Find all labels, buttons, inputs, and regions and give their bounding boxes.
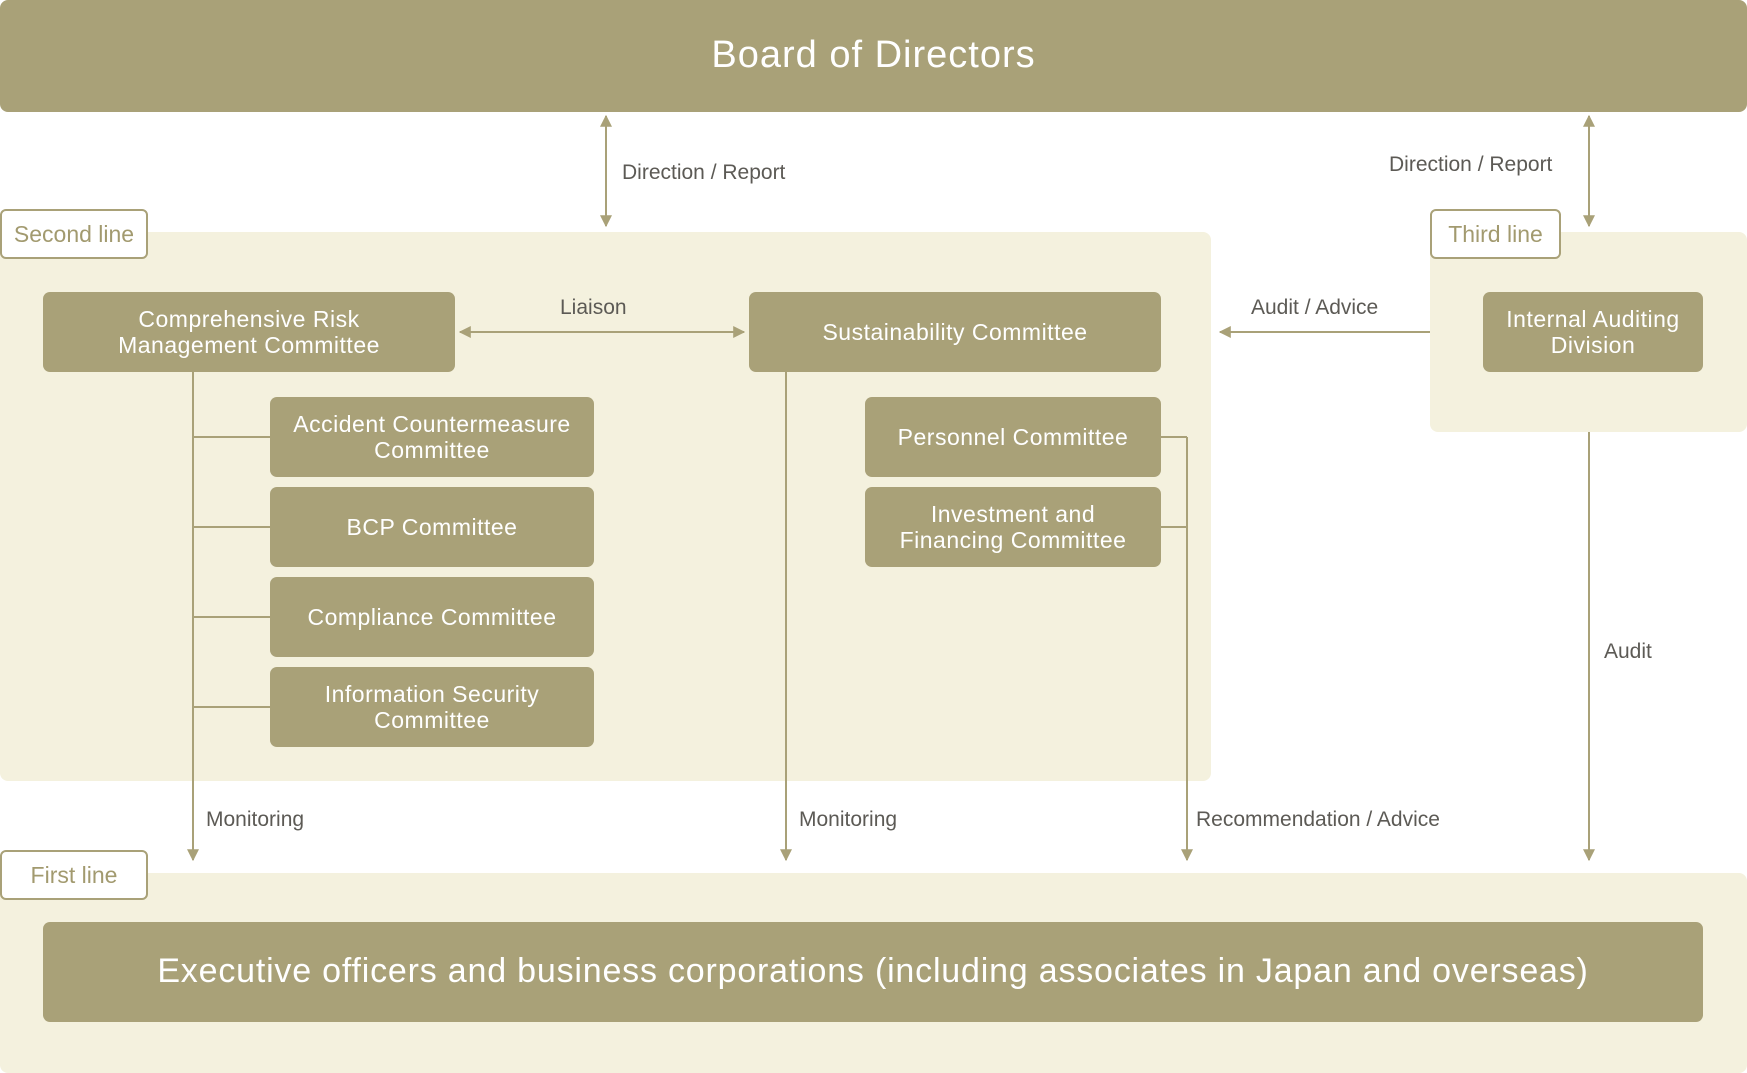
first-line-tag: First line	[0, 850, 148, 900]
second-line-tag: Second line	[0, 209, 148, 259]
direction-report-label-right: Direction / Report	[1389, 153, 1553, 176]
liaison-label: Liaison	[560, 296, 627, 319]
accident-committee-box: Accident Countermeasure Committee	[270, 397, 594, 477]
infosec-committee-box: Information Security Committee	[270, 667, 594, 747]
investment-committee-box: Investment and Financing Committee	[865, 487, 1161, 567]
compliance-committee-box: Compliance Committee	[270, 577, 594, 657]
executives-box: Executive officers and business corporat…	[43, 922, 1703, 1022]
crm-committee-box: Comprehensive Risk Management Committee	[43, 292, 455, 372]
board-title: Board of Directors	[711, 34, 1036, 77]
monitoring-label-left: Monitoring	[206, 808, 305, 831]
personnel-committee-box: Personnel Committee	[865, 397, 1161, 477]
audit-label: Audit	[1604, 640, 1652, 663]
direction-report-label-left: Direction / Report	[622, 161, 786, 184]
audit-advice-label: Audit / Advice	[1251, 296, 1379, 319]
board-of-directors: Board of Directors	[0, 0, 1747, 112]
monitoring-label-mid: Monitoring	[799, 808, 898, 831]
recommendation-advice-label: Recommendation / Advice	[1196, 808, 1440, 831]
sustainability-committee-box: Sustainability Committee	[749, 292, 1161, 372]
internal-auditing-box: Internal Auditing Division	[1483, 292, 1703, 372]
bcp-committee-box: BCP Committee	[270, 487, 594, 567]
third-line-tag: Third line	[1430, 209, 1561, 259]
